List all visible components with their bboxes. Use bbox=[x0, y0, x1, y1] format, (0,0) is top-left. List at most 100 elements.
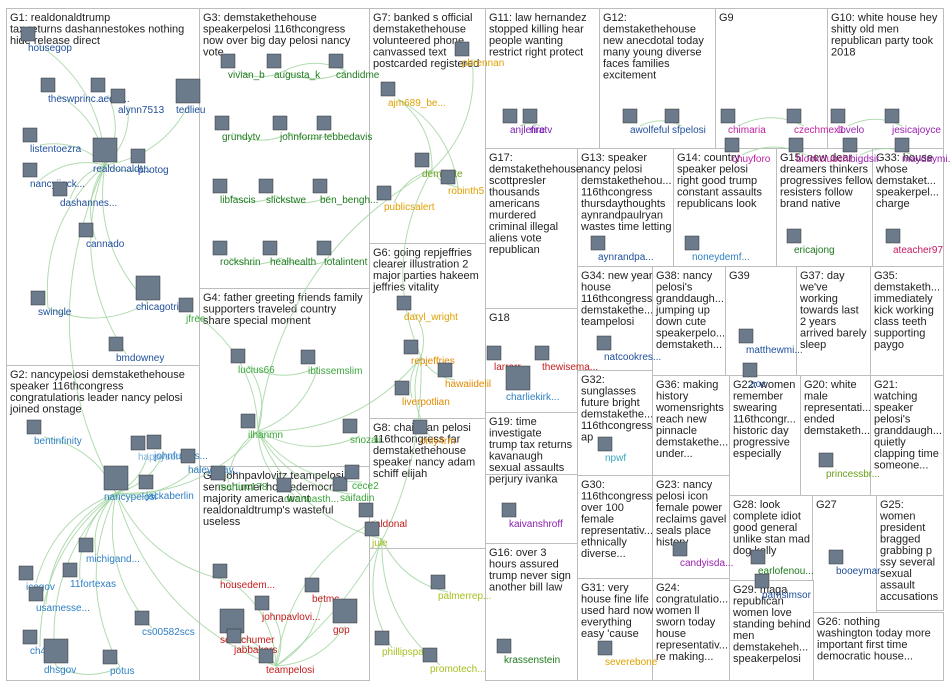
graph-node[interactable]: saifadin bbox=[332, 476, 374, 504]
graph-node[interactable]: deannasth... bbox=[276, 477, 339, 505]
graph-node[interactable]: noneydemf... bbox=[684, 235, 750, 263]
graph-node[interactable]: housegop bbox=[20, 26, 72, 54]
graph-node[interactable]: jule bbox=[364, 521, 388, 549]
graph-node[interactable]: robinth5 bbox=[440, 169, 485, 197]
graph-node[interactable]: promotech... bbox=[422, 647, 486, 675]
graph-node[interactable]: dhsgov bbox=[43, 638, 76, 676]
graph-node[interactable]: czechmex1 bbox=[786, 108, 845, 136]
graph-node[interactable]: sfpelosi bbox=[664, 108, 706, 136]
graph-node[interactable]: gop bbox=[332, 598, 358, 636]
graph-node[interactable]: cs00582scs bbox=[134, 610, 195, 638]
graph-node[interactable]: daryl_wright bbox=[396, 295, 458, 323]
graph-node[interactable]: ben_bengh... bbox=[312, 178, 378, 206]
graph-node[interactable]: tebbedavis bbox=[316, 115, 372, 143]
node-avatar-icon bbox=[380, 81, 396, 97]
graph-node[interactable]: jackaberlin bbox=[138, 474, 194, 502]
graph-node[interactable]: potus bbox=[102, 649, 134, 677]
graph-node[interactable]: slickstwe bbox=[258, 178, 306, 206]
graph-node[interactable]: happysorc... bbox=[130, 435, 192, 463]
graph-node[interactable]: cece2 bbox=[344, 464, 379, 492]
graph-node[interactable]: swingle bbox=[30, 290, 72, 318]
graph-node[interactable]: theswprinc... bbox=[40, 77, 104, 105]
graph-node[interactable]: jfree bbox=[178, 297, 206, 325]
graph-node[interactable]: jesicajoyce bbox=[884, 108, 941, 136]
graph-node[interactable]: earlofenou... bbox=[750, 549, 814, 577]
graph-node[interactable]: snozair bbox=[342, 418, 383, 446]
graph-node[interactable]: photog bbox=[130, 148, 169, 176]
graph-node[interactable]: phillipspaula bbox=[374, 630, 437, 658]
graph-node[interactable]: repjeffries bbox=[403, 339, 455, 367]
graph-node[interactable]: publicsalert bbox=[376, 185, 435, 213]
node-label: michigand... bbox=[86, 554, 140, 565]
graph-node[interactable]: housedem... bbox=[212, 563, 275, 591]
graph-node[interactable]: maydaymi... bbox=[894, 137, 950, 165]
graph-node[interactable]: bigdsir bbox=[842, 137, 880, 165]
graph-node[interactable]: alynn7513 bbox=[110, 88, 165, 116]
graph-node[interactable]: ericajong bbox=[786, 228, 835, 256]
graph-node[interactable]: realdonaldt... bbox=[92, 137, 151, 175]
graph-node[interactable]: ibtissemslim bbox=[300, 349, 362, 377]
graph-node[interactable]: johnfugels... bbox=[146, 434, 208, 462]
graph-node[interactable]: johnformr bbox=[272, 115, 323, 143]
node-label: housegop bbox=[28, 43, 72, 54]
graph-node[interactable]: tedlieu bbox=[175, 78, 205, 116]
graph-node[interactable]: lovelo bbox=[830, 108, 865, 136]
graph-node[interactable]: nancypelosi bbox=[103, 465, 157, 503]
graph-node[interactable]: bmdowney bbox=[108, 336, 164, 364]
graph-node[interactable]: realdonal bbox=[358, 502, 407, 530]
graph-node[interactable]: 11fortexas bbox=[62, 562, 116, 590]
graph-node[interactable]: severebone bbox=[597, 640, 658, 668]
graph-node[interactable]: awolfeful bbox=[622, 108, 669, 136]
graph-node[interactable]: betmc bbox=[304, 577, 339, 605]
graph-node[interactable]: listentoezra bbox=[22, 127, 82, 155]
graph-node[interactable]: blockclubchi bbox=[788, 137, 850, 165]
graph-node[interactable]: totalintent bbox=[316, 240, 368, 268]
graph-node[interactable]: hawaiidelil bbox=[437, 362, 491, 390]
graph-node[interactable]: usamesse... bbox=[28, 586, 90, 614]
graph-node[interactable]: augusta_k bbox=[266, 53, 321, 81]
graph-node[interactable]: cannado bbox=[78, 222, 125, 250]
graph-node[interactable]: grundytv bbox=[214, 115, 260, 143]
group-label-line: clapping time bbox=[874, 448, 939, 460]
graph-node[interactable]: michigand... bbox=[78, 537, 140, 565]
graph-node[interactable]: kaivanshroff bbox=[501, 502, 563, 530]
graph-node[interactable]: natcookres... bbox=[596, 335, 661, 363]
graph-node[interactable]: dashannes... bbox=[52, 181, 117, 209]
graph-node[interactable]: rockshrin bbox=[212, 240, 261, 268]
graph-node[interactable]: libfascis bbox=[212, 178, 256, 206]
graph-node[interactable]: candyisda... bbox=[672, 541, 733, 569]
graph-node[interactable]: martinc178 bbox=[210, 465, 268, 493]
graph-node[interactable]: palmerrep... bbox=[430, 574, 491, 602]
group-label-line: right good trump bbox=[677, 175, 757, 187]
graph-node[interactable]: healhealth bbox=[262, 240, 316, 268]
graph-node[interactable]: aynrandpa... bbox=[590, 235, 654, 263]
graph-node[interactable]: npwf bbox=[597, 436, 626, 464]
graph-node[interactable]: only4rm bbox=[412, 419, 456, 447]
graph-node[interactable]: teampelosi bbox=[258, 648, 314, 676]
graph-node[interactable]: pbrennan bbox=[454, 41, 504, 69]
graph-node[interactable]: jabbakars bbox=[226, 628, 277, 656]
graph-node[interactable]: ajm689_be... bbox=[380, 81, 446, 109]
graph-node[interactable]: bentinfinity bbox=[26, 419, 82, 447]
graph-node[interactable]: ateacher97 bbox=[885, 228, 943, 256]
graph-node[interactable]: johnpavlovi... bbox=[254, 595, 320, 623]
graph-node[interactable]: chuyforo bbox=[724, 137, 771, 165]
graph-node[interactable]: candidme bbox=[328, 53, 380, 81]
graph-node[interactable]: matthewmi... bbox=[738, 328, 803, 356]
graph-node[interactable]: vivian_b bbox=[220, 53, 265, 81]
graph-node[interactable]: princessbr... bbox=[818, 452, 880, 480]
graph-node[interactable]: thewisema... bbox=[534, 345, 598, 373]
graph-node[interactable]: ilhanmn bbox=[240, 413, 283, 441]
graph-node[interactable]: aoc bbox=[742, 362, 766, 390]
graph-node[interactable]: pamsimsor bbox=[754, 573, 812, 601]
graph-node[interactable]: krassenstein bbox=[496, 638, 560, 666]
graph-node[interactable]: chicagotrib... bbox=[135, 275, 193, 313]
graph-node[interactable]: booeymar bbox=[828, 549, 881, 577]
graph-node[interactable]: charliekirk... bbox=[505, 365, 559, 403]
graph-node[interactable]: lucius66 bbox=[230, 348, 275, 376]
graph-node[interactable]: liverpotlian bbox=[394, 380, 450, 408]
graph-node[interactable]: anjlefire bbox=[502, 108, 545, 136]
graph-node[interactable]: nratv bbox=[522, 108, 552, 136]
graph-node[interactable]: chimaria bbox=[720, 108, 766, 136]
group-label-line: realdonaldtrump's wasteful bbox=[203, 505, 334, 517]
